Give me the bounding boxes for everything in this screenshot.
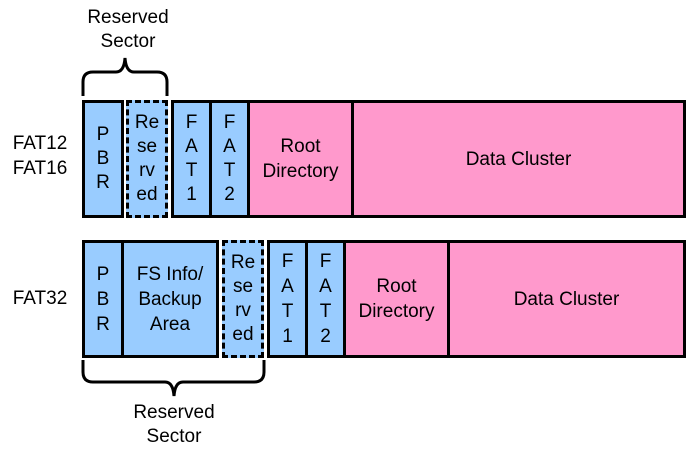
- fat32-data-cluster-block: Data Cluster: [447, 240, 686, 358]
- fat32-fsinfo-backup-block: FS Info/ Backup Area: [121, 240, 219, 358]
- fat16-reserved-block: Re se rv ed: [126, 100, 168, 218]
- reserved-brace-top: [81, 57, 169, 96]
- fat16-root-directory-block: Root Directory: [247, 100, 354, 218]
- fat16-fat1-block: F A T 1: [171, 100, 212, 218]
- fat16-fat2-block: F A T 2: [209, 100, 250, 218]
- fat16-pbr-block: P B R: [82, 100, 124, 218]
- row-label-fat12-fat16: FAT12 FAT16: [12, 133, 68, 179]
- fat32-reserved-block: Re se rv ed: [222, 240, 264, 358]
- fat32-root-directory-block: Root Directory: [343, 240, 450, 358]
- fat32-fat1-block: F A T 1: [267, 240, 308, 358]
- reserved-brace-bottom: [81, 360, 266, 397]
- row-label-fat32: FAT32: [12, 288, 68, 309]
- fat32-fat2-block: F A T 2: [305, 240, 346, 358]
- reserved-sector-label-bottom: Reserved Sector: [133, 402, 215, 447]
- fat16-data-cluster-block: Data Cluster: [351, 100, 686, 218]
- fat32-pbr-block: P B R: [82, 240, 124, 358]
- reserved-sector-label-top: Reserved Sector: [87, 7, 169, 52]
